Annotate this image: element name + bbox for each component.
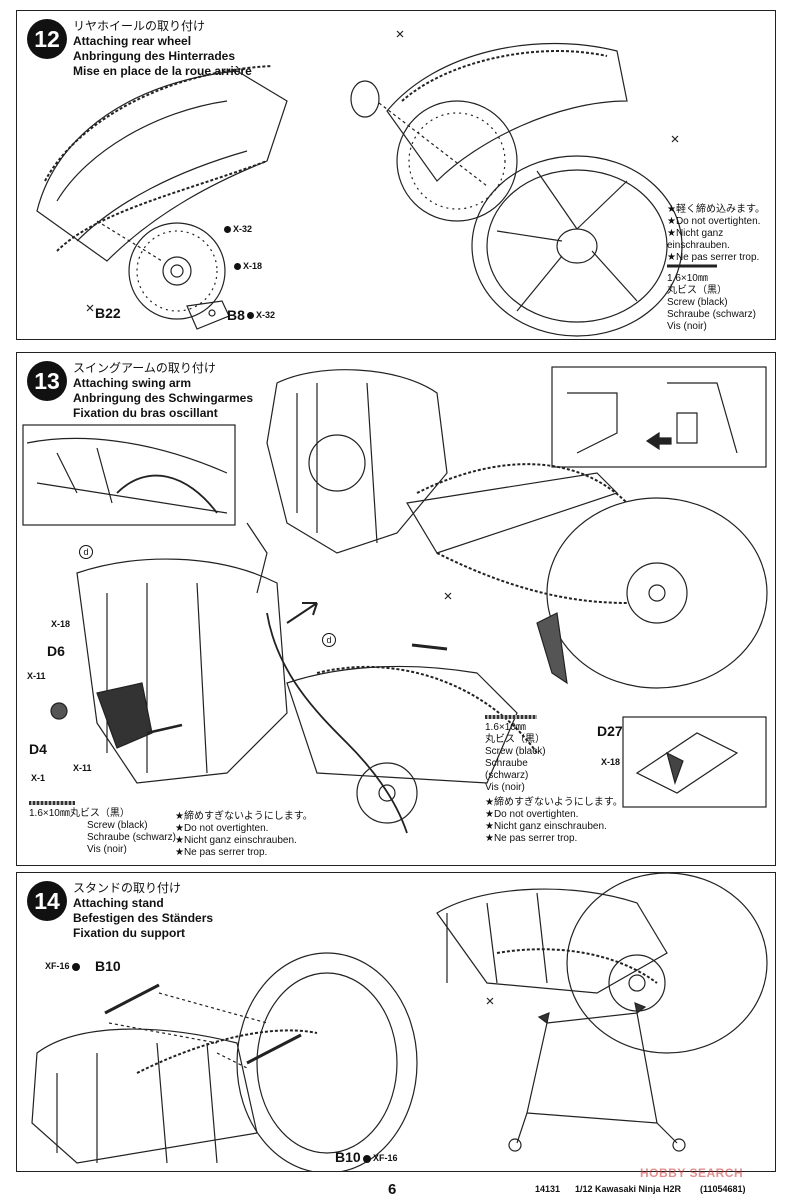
part-b10-bottom: B10 xyxy=(335,1149,361,1165)
title-en: Attaching rear wheel xyxy=(73,34,192,48)
part-x11-b: X-11 xyxy=(73,763,92,773)
page-number: 6 xyxy=(388,1181,397,1198)
step-title-block: リヤホイールの取り付け Attaching rear wheel Anbring… xyxy=(73,19,252,79)
hex-nut-icon xyxy=(234,263,241,271)
screw-spec-left: 1.6×10㎜丸ビス（黒） Screw (black) Schraube (sc… xyxy=(29,801,176,856)
part-x32-upper: X-32 xyxy=(222,224,252,234)
swing-arm-assembly-illustration xyxy=(22,366,768,834)
step-number-badge: 14 xyxy=(27,881,67,921)
overtighten-note-right: ★締めすぎないようにします。 ★Do not overtighten. ★Nic… xyxy=(485,797,623,844)
overtighten-note: ★軽く締め込みます。 ★Do not overtighten. ★Nicht g… xyxy=(667,204,765,263)
part-x18-top: X-18 xyxy=(51,619,71,629)
title-de: Anbringung des Schwingarmes xyxy=(73,391,254,405)
title-de: Befestigen des Ständers xyxy=(73,911,214,925)
part-b10-top: B10 xyxy=(95,958,121,974)
screw-icon xyxy=(29,801,75,805)
step-number-badge: 12 xyxy=(27,19,67,59)
part-d27: D27 xyxy=(597,723,623,739)
part-d4: D4 xyxy=(29,741,47,757)
part-x1: X-1 xyxy=(31,773,46,783)
part-number: (11054681) xyxy=(700,1184,746,1194)
step-title-block: スタンドの取り付け Attaching stand Befestigen des… xyxy=(73,881,213,941)
title-fr: Fixation du support xyxy=(73,926,185,940)
screw-spec-right: 1.6×10㎜ 丸ビス（黒） Screw (black) Schraube (s… xyxy=(485,715,546,794)
title-jp: スタンドの取り付け xyxy=(73,881,182,895)
title-jp: スイングアームの取り付け xyxy=(73,361,216,375)
part-b8: B8 xyxy=(227,307,245,323)
step-title-block: スイングアームの取り付け Attaching swing arm Anbring… xyxy=(73,361,253,421)
part-d6: D6 xyxy=(47,643,65,659)
part-x32-lower: X-32 xyxy=(245,310,275,320)
part-b22: B22 xyxy=(95,305,121,321)
rear-wheel-assembly-illustration xyxy=(36,30,717,337)
paint-dot-icon xyxy=(71,962,80,971)
paint-dot-icon xyxy=(363,1154,371,1163)
title-en: Attaching stand xyxy=(73,896,164,910)
part-x18-right: X-18 xyxy=(601,757,621,767)
kit-code: 14131 xyxy=(535,1184,561,1194)
part-x11-a: X-11 xyxy=(27,671,46,681)
overtighten-note-left: ★締めすぎないようにします。 ★Do not overtighten. ★Nic… xyxy=(175,811,313,858)
step-12-panel: 12 リヤホイールの取り付け Attaching rear wheel Anbr… xyxy=(16,10,776,340)
hex-nut-icon xyxy=(247,312,254,320)
cable-marker-d-left: d xyxy=(79,545,93,559)
screw-spec: 1.6×10㎜ 丸ビス（黒） Screw (black) Schraube (s… xyxy=(667,273,756,332)
title-fr: Mise en place de la roue arrière xyxy=(73,64,252,78)
step-number-badge: 13 xyxy=(27,361,67,401)
part-xf16-top: XF-16 xyxy=(45,961,82,971)
kit-name: 1/12 Kawasaki Ninja H2R xyxy=(575,1184,682,1194)
hex-nut-icon xyxy=(224,226,231,234)
title-de: Anbringung des Hinterrades xyxy=(73,49,236,63)
page-footer: 6 14131 1/12 Kawasaki Ninja H2R (1105468… xyxy=(0,1178,790,1200)
part-xf16-bottom: XF-16 xyxy=(361,1153,398,1163)
cable-marker-d-right: d xyxy=(322,633,336,647)
title-en: Attaching swing arm xyxy=(73,376,192,390)
step-14-panel: 14 スタンドの取り付け Attaching stand Befestigen … xyxy=(16,872,776,1172)
title-fr: Fixation du bras oscillant xyxy=(73,406,218,420)
step-13-panel: 13 スイングアームの取り付け Attaching swing arm Anbr… xyxy=(16,352,776,866)
title-jp: リヤホイールの取り付け xyxy=(73,19,206,33)
watermark-logo: HOBBY SEARCH xyxy=(640,1166,744,1180)
screw-icon xyxy=(485,715,537,719)
stand-assembly-illustration xyxy=(31,873,768,1171)
part-x18: X-18 xyxy=(232,261,262,271)
